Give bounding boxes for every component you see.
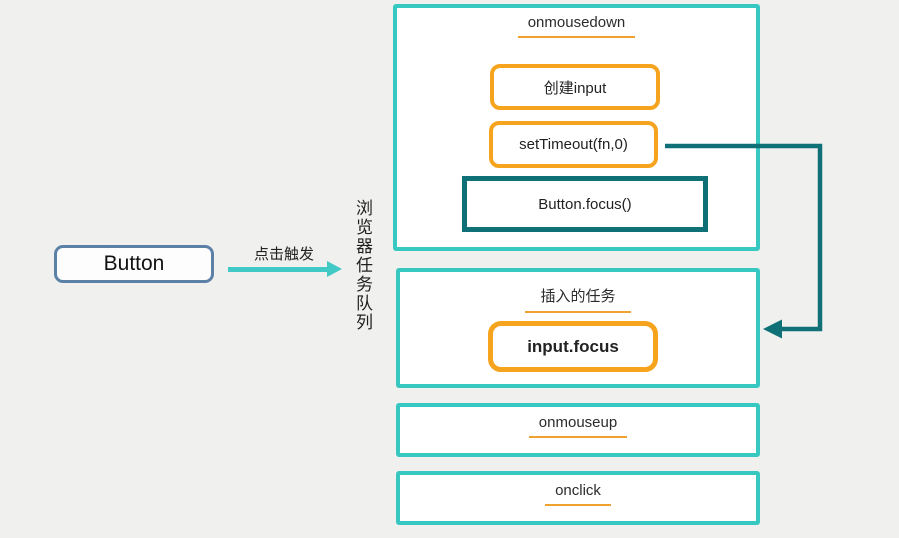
section-onmousedown-title-row: onmousedown <box>393 14 760 38</box>
task-input-focus: input.focus <box>488 321 658 372</box>
section-onclick-title: onclick <box>545 482 611 506</box>
click-trigger-arrow <box>228 267 328 272</box>
button-node-label: Button <box>103 252 165 275</box>
browser-task-queue-label: 浏览器任务队列 <box>353 199 372 332</box>
section-onmouseup-title-row: onmouseup <box>396 414 760 438</box>
task-settimeout-label: setTimeout(fn,0) <box>519 136 628 153</box>
section-onmousedown-title: onmousedown <box>517 14 636 38</box>
section-inserted-task-title-row: 插入的任务 <box>396 285 760 313</box>
task-create-input-label: 创建input <box>543 79 607 97</box>
task-settimeout: setTimeout(fn,0) <box>489 121 658 168</box>
task-input-focus-label: input.focus <box>527 336 619 356</box>
click-trigger-label: 点击触发 <box>253 246 314 263</box>
section-inserted-task-title: 插入的任务 <box>525 285 631 313</box>
task-create-input: 创建input <box>490 64 660 110</box>
section-onclick-title-row: onclick <box>396 482 760 506</box>
task-button-focus: Button.focus() <box>462 176 708 232</box>
section-onmouseup <box>396 403 760 457</box>
arrow-right-icon <box>327 261 342 277</box>
section-onmouseup-title: onmouseup <box>528 414 628 438</box>
section-onclick <box>396 471 760 525</box>
task-button-focus-label: Button.focus() <box>538 195 632 213</box>
button-node: Button <box>54 245 214 283</box>
arrow-left-icon <box>763 319 782 339</box>
